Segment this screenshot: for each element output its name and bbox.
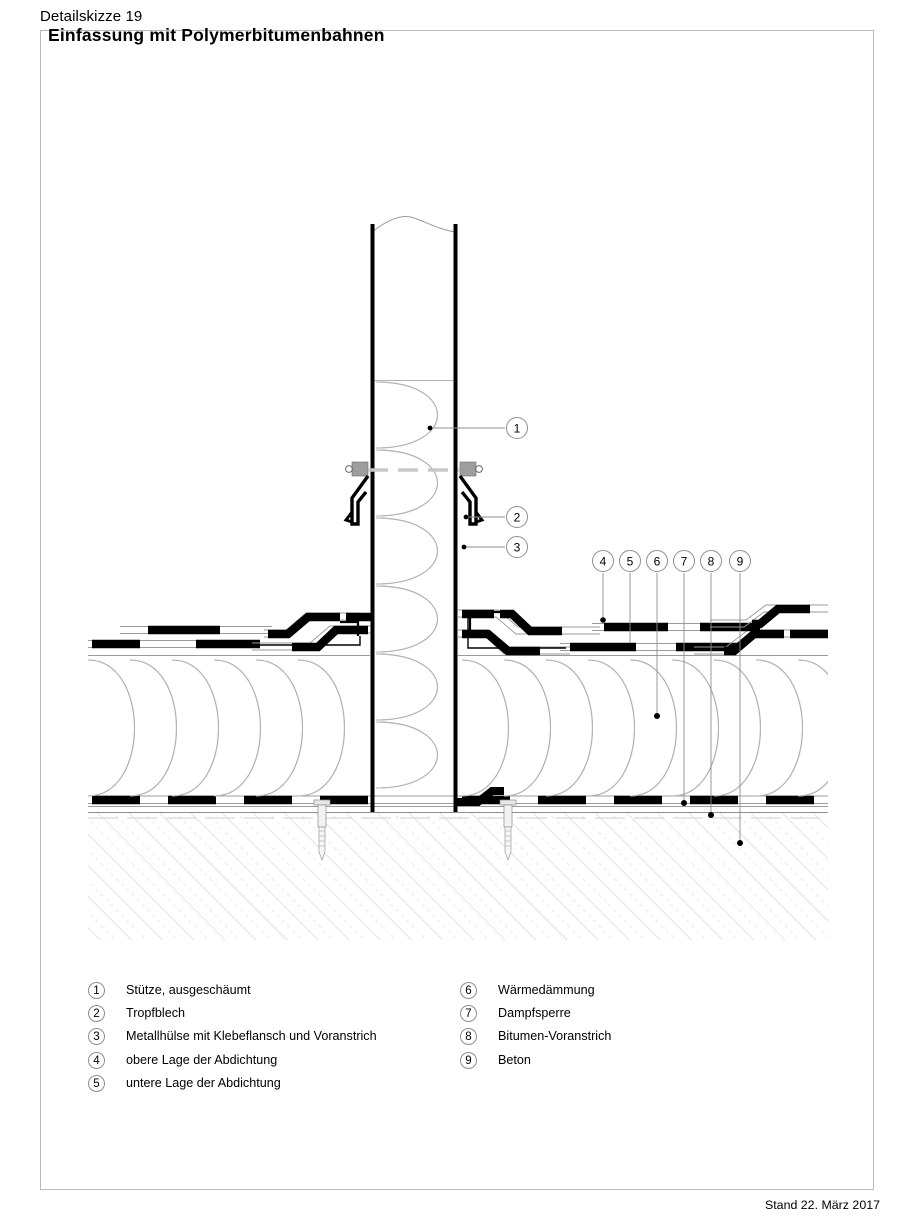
sheet-caption: Detailskizze 19 (40, 8, 143, 25)
legend-label-6: Wärmedämmung (498, 983, 595, 997)
legend-number-6: 6 (460, 982, 477, 999)
legend-item: 4 obere Lage der Abdichtung (88, 1050, 468, 1073)
legend-number-9: 9 (460, 1051, 477, 1069)
legend-label-9: Beton (498, 1052, 531, 1067)
legend-column-right: 6 Wärmedämmung 7 Dampfsperre 8 Bitumen-V… (460, 980, 780, 1073)
legend-item: 2 Tropfblech (88, 1003, 468, 1026)
legend-item: 5 untere Lage der Abdichtung (88, 1073, 468, 1096)
legend-number-7: 7 (460, 1005, 477, 1023)
legend-number-8: 8 (460, 1028, 477, 1046)
legend-item: 9 Beton (460, 1050, 780, 1073)
legend-item: 6 Wärmedämmung (460, 980, 780, 1003)
legend-label-5: untere Lage der Abdichtung (126, 1075, 281, 1090)
legend-item: 1 Stütze, ausgeschäumt (88, 980, 468, 1003)
footer-date: Stand 22. März 2017 (764, 1198, 880, 1212)
legend-item: 7 Dampfsperre (460, 1003, 780, 1026)
legend-item: 8 Bitumen-Voranstrich (460, 1026, 780, 1049)
legend-label-4: obere Lage der Abdichtung (126, 1052, 278, 1067)
legend-item: 3 Metallhülse mit Klebeflansch und Voran… (88, 1026, 468, 1049)
legend-number-3: 3 (88, 1028, 105, 1046)
legend-number-1: 1 (88, 982, 105, 999)
legend-column-left: 1 Stütze, ausgeschäumt 2 Tropfblech 3 Me… (88, 980, 468, 1096)
legend-label-1: Stütze, ausgeschäumt (126, 983, 251, 997)
legend-number-2: 2 (88, 1005, 105, 1023)
legend-label-7: Dampfsperre (498, 1006, 571, 1021)
legend-label-2: Tropfblech (126, 1006, 186, 1021)
drawing-title: Einfassung mit Polymerbitumenbahnen (48, 25, 385, 45)
legend-number-4: 4 (88, 1051, 105, 1069)
legend-label-8: Bitumen-Voranstrich (498, 1029, 612, 1044)
legend-label-3: Metallhülse mit Klebeflansch und Voranst… (126, 1029, 377, 1044)
legend-number-5: 5 (88, 1074, 105, 1092)
